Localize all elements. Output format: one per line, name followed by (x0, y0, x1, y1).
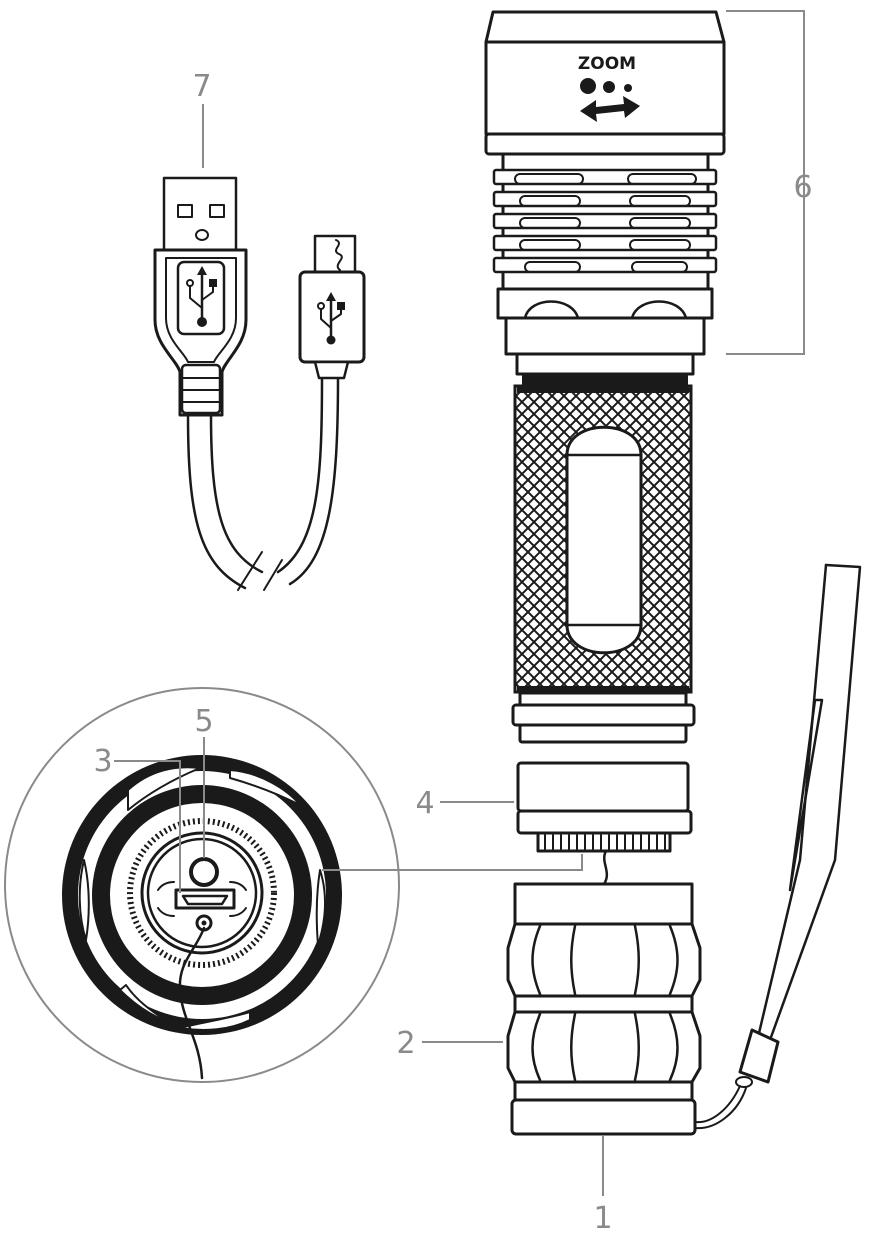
flashlight-body-tube (511, 384, 696, 744)
body-window (565, 425, 643, 655)
tail-cap (506, 882, 702, 1136)
callout-7: 7 (192, 69, 211, 104)
battery-cap (516, 761, 693, 886)
cooling-fins (492, 168, 718, 274)
zoom-label: ZOOM (578, 54, 636, 74)
cap-grip-scallops (78, 766, 327, 1031)
callout-1: 1 (593, 1201, 612, 1234)
callout-4: 4 (415, 786, 434, 821)
micro-usb-plug (298, 234, 366, 380)
charging-port-detail (4, 687, 400, 1083)
usb-symbol-icon (317, 292, 345, 345)
charging-indicator-led (189, 857, 219, 887)
usb-symbol-icon (186, 266, 217, 327)
callout-numbers: 7 6 5 3 4 2 1 (93, 69, 812, 1234)
zoom-dots-icon (580, 78, 632, 94)
usb-cable (153, 176, 366, 591)
lanyard (694, 563, 862, 1130)
usb-a-plug (153, 176, 248, 417)
callout-3: 3 (93, 744, 112, 779)
cap-threads (544, 834, 666, 850)
callout-2: 2 (396, 1026, 415, 1061)
flashlight-zoom-head: ZOOM (484, 10, 726, 386)
callout-5: 5 (194, 704, 213, 739)
micro-usb-port (157, 881, 247, 917)
double-arrow-icon (580, 96, 640, 122)
leader-lines (114, 10, 805, 1196)
callout-6: 6 (793, 170, 812, 205)
